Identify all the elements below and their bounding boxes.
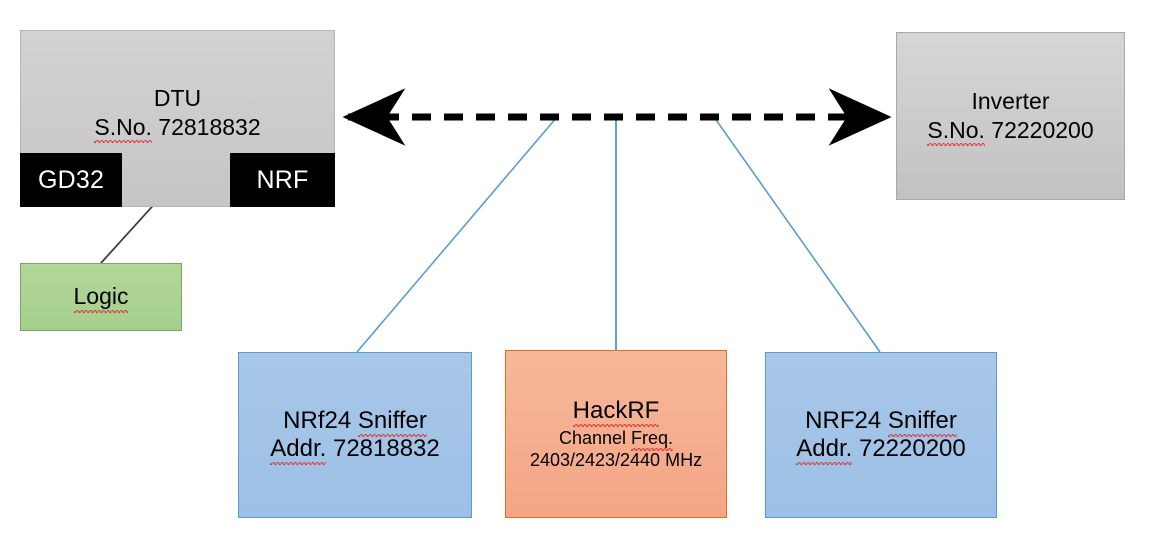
node-sniffer-right-label-word2: Sniffer: [887, 406, 957, 438]
node-hackrf-subtitle: Channel Freq.: [558, 427, 674, 452]
connector-sniff-tap-left: [356, 116, 558, 353]
node-gd32[interactable]: GD32: [20, 153, 122, 207]
node-sniffer-left-addr: Addr. 72818832: [270, 435, 440, 466]
node-nrf[interactable]: NRF: [230, 153, 335, 207]
node-logic-label: Logic: [73, 283, 129, 313]
node-sniffer-left-label-word1: NRf24: [283, 406, 352, 434]
node-sniffer-left-label-word2: Sniffer: [357, 406, 427, 438]
node-nrf-label: NRF: [256, 165, 309, 194]
node-inverter[interactable]: Inverter S.No. 72220200: [896, 32, 1125, 200]
node-sniffer-right-label: NRF24 Sniffer: [805, 406, 957, 438]
node-inverter-serial-prefix: S.No.: [927, 117, 985, 147]
node-inverter-serial: S.No. 72220200: [927, 117, 1094, 147]
node-sniffer-right-addr-prefix: Addr.: [796, 435, 853, 466]
node-hackrf-subtitle-word2: Freq.: [631, 427, 674, 452]
node-sniffer-right-addr-value: 72220200: [858, 435, 966, 462]
connector-sniff-tap-right: [713, 116, 881, 353]
node-inverter-serial-number: 72220200: [991, 117, 1094, 143]
node-sniffer-right-addr: Addr. 72220200: [796, 435, 966, 466]
node-dtu-serial: S.No. 72818832: [94, 114, 261, 144]
node-sniffer-left-addr-prefix: Addr.: [270, 435, 327, 466]
node-hackrf-frequencies: 2403/2423/2440 MHz: [529, 450, 703, 471]
node-hackrf[interactable]: HackRF Channel Freq. 2403/2423/2440 MHz: [505, 350, 727, 518]
node-sniffer-right-label-word1: NRF24: [805, 406, 882, 434]
node-inverter-label: Inverter: [971, 87, 1050, 114]
node-hackrf-subtitle-word1: Channel: [558, 427, 627, 448]
node-sniffer-left-label: NRf24 Sniffer: [283, 406, 427, 438]
node-sniffer-left[interactable]: NRf24 Sniffer Addr. 72818832: [238, 352, 472, 518]
node-sniffer-left-addr-value: 72818832: [332, 435, 440, 462]
node-logic[interactable]: Logic: [20, 263, 182, 331]
node-sniffer-right[interactable]: NRF24 Sniffer Addr. 72220200: [765, 352, 997, 518]
node-gd32-label: GD32: [37, 165, 105, 194]
node-hackrf-label: HackRF: [572, 396, 660, 428]
node-dtu-serial-number: 72818832: [158, 114, 261, 141]
node-dtu-label: DTU: [153, 85, 202, 111]
node-dtu-serial-prefix: S.No.: [94, 114, 152, 144]
